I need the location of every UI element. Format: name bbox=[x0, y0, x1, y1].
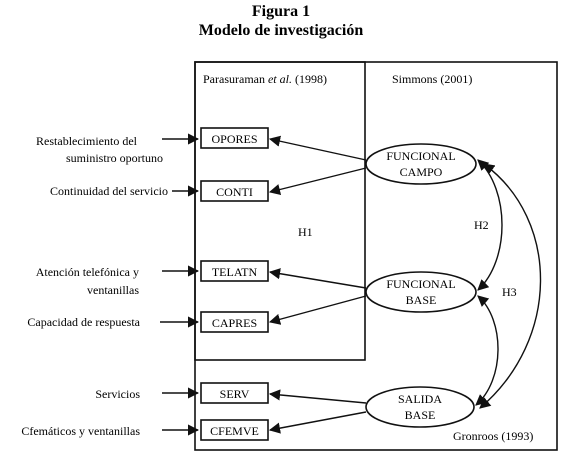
svg-text:CFEMVE: CFEMVE bbox=[210, 424, 259, 438]
figure-number: Figura 1 bbox=[252, 3, 310, 20]
svg-text:CONTI: CONTI bbox=[216, 185, 253, 199]
label-cfemve: Cfemáticos y ventanillas bbox=[21, 424, 140, 438]
svg-text:CAMPO: CAMPO bbox=[400, 165, 443, 179]
label-opores-line2: suministro oportuno bbox=[66, 151, 163, 165]
svg-text:TELATN: TELATN bbox=[212, 265, 258, 279]
svg-text:FUNCIONAL: FUNCIONAL bbox=[386, 277, 455, 291]
covariance-curves bbox=[475, 159, 542, 409]
parasuraman-label: Parasuraman et al. (1998) bbox=[203, 72, 327, 86]
svg-text:OPORES: OPORES bbox=[211, 132, 257, 146]
hypothesis-h2: H2 bbox=[474, 218, 489, 232]
svg-text:SERV: SERV bbox=[220, 387, 250, 401]
hypothesis-h1: H1 bbox=[298, 225, 313, 239]
svg-text:BASE: BASE bbox=[406, 293, 437, 307]
gronroos-label: Gronroos (1993) bbox=[453, 429, 533, 443]
label-conti: Continuidad del servicio bbox=[50, 184, 168, 198]
loading-arrows bbox=[268, 135, 367, 434]
label-opores-line1: Restablecimiento del bbox=[36, 134, 138, 148]
construct-salida-base: SALIDA BASE bbox=[365, 386, 475, 428]
label-capres: Capacidad de respuesta bbox=[27, 315, 140, 329]
construct-funcional-campo: FUNCIONAL CAMPO bbox=[365, 143, 477, 185]
indicator-box-opores: OPORES bbox=[200, 127, 269, 149]
svg-text:BASE: BASE bbox=[405, 408, 436, 422]
label-telatn-line2: ventanillas bbox=[87, 283, 139, 297]
curve-funcional-base-salida bbox=[475, 295, 499, 406]
curve-h3 bbox=[479, 163, 542, 409]
parasuraman-frame bbox=[194, 61, 366, 361]
hypothesis-h3: H3 bbox=[502, 285, 517, 299]
indicator-box-cfemve: CFEMVE bbox=[200, 419, 269, 441]
input-arrows bbox=[160, 133, 200, 436]
indicator-box-conti: CONTI bbox=[200, 180, 269, 202]
simmons-label: Simmons (2001) bbox=[392, 72, 472, 86]
figure-title: Modelo de investigación bbox=[199, 22, 364, 39]
svg-text:SALIDA: SALIDA bbox=[398, 392, 442, 406]
construct-funcional-base: FUNCIONAL BASE bbox=[365, 271, 477, 313]
svg-text:FUNCIONAL: FUNCIONAL bbox=[386, 149, 455, 163]
svg-text:CAPRES: CAPRES bbox=[212, 316, 257, 330]
label-telatn-line1: Atención telefónica y bbox=[36, 265, 139, 279]
indicator-box-serv: SERV bbox=[200, 382, 269, 404]
indicator-box-telatn: TELATN bbox=[200, 260, 269, 282]
indicator-box-capres: CAPRES bbox=[200, 311, 269, 333]
label-serv: Servicios bbox=[95, 387, 140, 401]
